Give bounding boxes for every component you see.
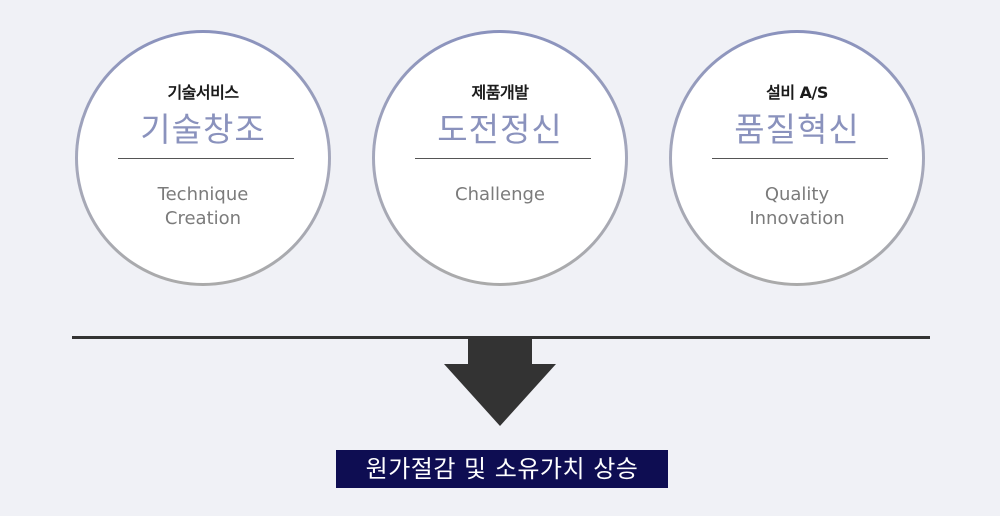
circle-divider <box>712 158 888 159</box>
circle-english-caption: Quality Innovation <box>672 183 922 231</box>
down-arrow-icon <box>444 338 556 426</box>
circle-headline: 도전정신 <box>437 110 563 149</box>
value-circle-product-development: 제품개발 도전정신 Challenge <box>372 30 628 286</box>
circle-kicker: 기술서비스 <box>167 83 239 102</box>
result-banner: 원가절감 및 소유가치 상승 <box>336 450 668 488</box>
value-circle-equipment-service: 설비 A/S 품질혁신 Quality Innovation <box>669 30 925 286</box>
circle-english-line: Technique <box>157 184 249 205</box>
circle-kicker: 제품개발 <box>471 83 529 102</box>
circle-english-line: Quality <box>764 184 830 205</box>
circle-divider <box>118 158 294 159</box>
circle-english-caption: Challenge <box>375 183 625 207</box>
circle-english-line: Innovation <box>749 208 845 229</box>
circle-english-caption: Technique Creation <box>78 183 328 231</box>
circle-english-line: Creation <box>164 208 242 229</box>
circle-headline: 품질혁신 <box>734 110 860 149</box>
circle-kicker: 설비 A/S <box>766 83 828 102</box>
value-circle-technical-service: 기술서비스 기술창조 Technique Creation <box>75 30 331 286</box>
circle-divider <box>415 158 591 159</box>
circle-headline: 기술창조 <box>140 110 266 149</box>
down-arrow-shape <box>444 338 556 426</box>
horizontal-divider <box>72 336 930 339</box>
circle-english-line: Challenge <box>455 184 545 205</box>
